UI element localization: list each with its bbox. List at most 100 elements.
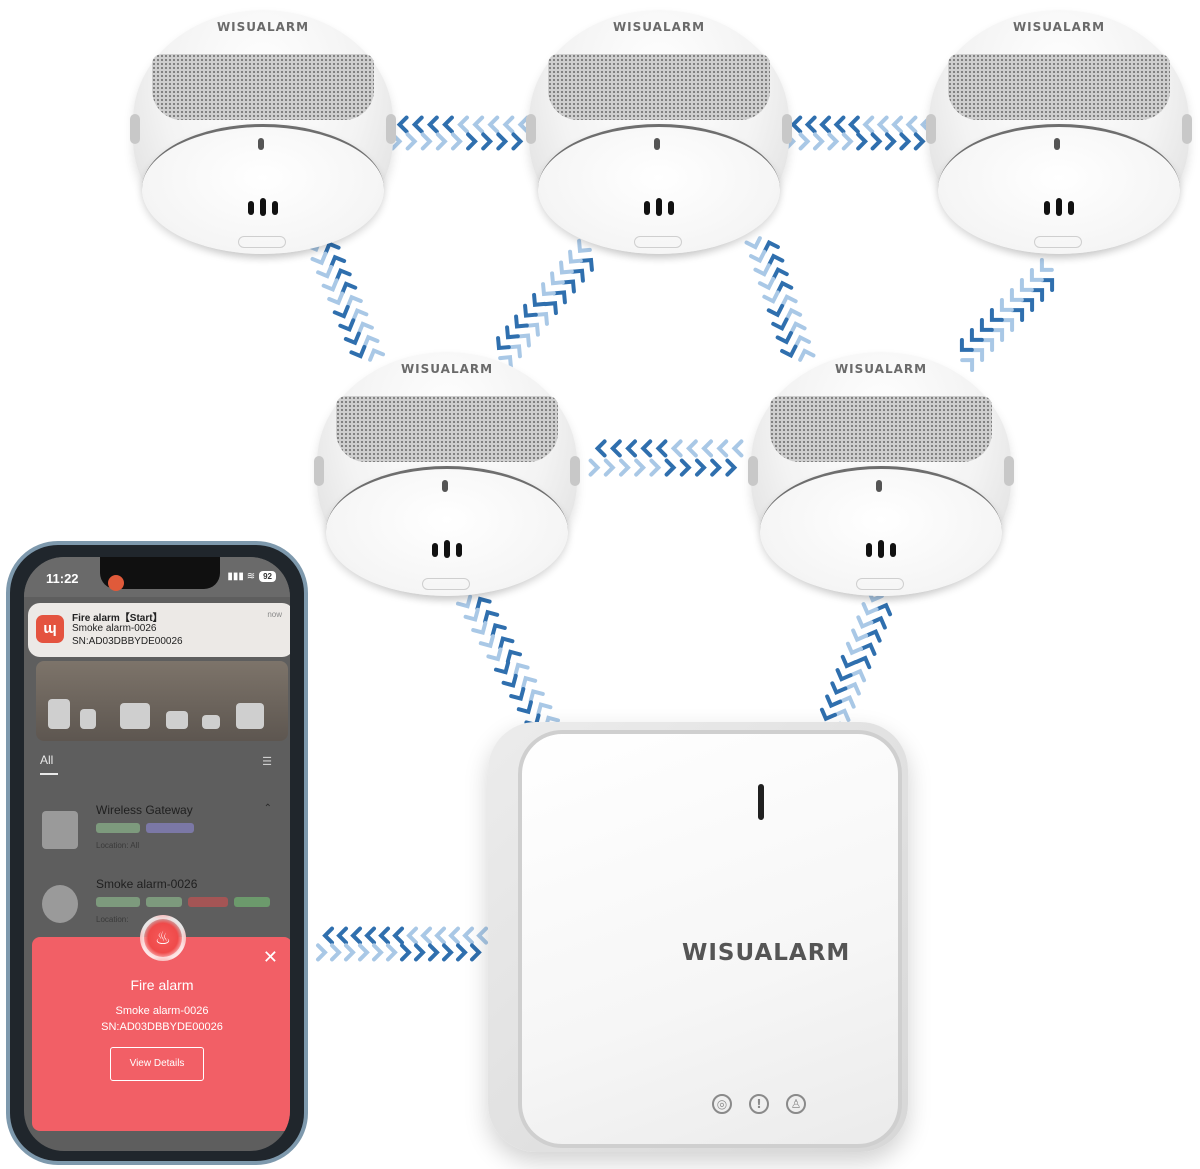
fire-alarm-popup: ✕ Fire alarm Smoke alarm-0026 SN:AD03DBB… — [32, 937, 290, 1131]
chevron-mark-114 — [625, 439, 637, 458]
chevron-mark-104 — [1029, 268, 1044, 282]
chevron-mark-95 — [1030, 288, 1045, 302]
chevron-mark-164 — [856, 615, 874, 629]
chevron-mark-147 — [494, 660, 511, 675]
chevron-mark-12 — [435, 132, 448, 151]
chevron-mark-110 — [969, 328, 984, 342]
chevron-mark-154 — [864, 629, 882, 643]
chevron-mark-143 — [463, 607, 480, 622]
notification-serial: SN:AD03DBBYDE00026 — [72, 636, 183, 647]
chevron-mark-67 — [568, 249, 583, 264]
chevron-mark-14 — [466, 132, 478, 151]
alarm-brand-label: WISUALARM — [1012, 20, 1106, 34]
chevron-mark-115 — [640, 439, 653, 458]
chevron-mark-39 — [329, 254, 347, 269]
alert-title: Fire alarm — [130, 977, 194, 993]
chevron-mark-80 — [780, 294, 798, 308]
chevron-mark-158 — [843, 681, 861, 696]
chevron-mark-72 — [523, 303, 538, 318]
chevron-mark-153 — [869, 615, 887, 630]
phone-notch — [100, 557, 220, 591]
chevron-mark-170 — [825, 694, 843, 709]
chevron-mark-77 — [767, 253, 785, 267]
tab-all[interactable]: All — [40, 753, 54, 767]
chevron-mark-125 — [634, 458, 647, 477]
chevron-mark-81 — [784, 307, 803, 322]
chevron-up-icon[interactable]: ⌃ — [263, 803, 272, 814]
chevron-mark-173 — [336, 926, 348, 945]
chevron-mark-71 — [532, 292, 547, 307]
gateway-status-led — [758, 784, 764, 820]
chevron-mark-132 — [475, 596, 492, 611]
home-banner-image — [36, 661, 288, 741]
tab-underline — [40, 773, 58, 775]
chevron-mark-60 — [543, 301, 558, 316]
chevron-mark-145 — [478, 634, 495, 649]
list-menu-icon[interactable]: ☰ — [262, 756, 272, 768]
alert-device: Smoke alarm-0026 — [115, 1005, 209, 1017]
chevron-mark-102 — [960, 358, 975, 372]
chevron-mark-52 — [332, 304, 350, 319]
chevron-mark-190 — [400, 943, 412, 962]
chevron-mark-79 — [775, 280, 794, 295]
status-bar: 11:22 ▮▮▮ ≋92 — [24, 557, 290, 597]
chevron-mark-117 — [670, 439, 683, 458]
chevron-mark-136 — [505, 649, 522, 664]
fire-icon: ♨ — [140, 915, 186, 961]
chevron-mark-171 — [819, 707, 837, 722]
push-notification[interactable]: ɰ Fire alarm【Start】 Smoke alarm-0026 SN:… — [28, 603, 290, 657]
device-card-gateway[interactable]: Wireless Gateway Location: All ⌃ — [34, 801, 284, 865]
chevron-mark-36 — [899, 132, 912, 151]
chevron-mark-38 — [323, 241, 341, 256]
chevron-mark-122 — [588, 458, 601, 477]
chevron-mark-55 — [349, 344, 367, 359]
chevron-mark-6 — [487, 115, 500, 134]
chevron-mark-188 — [372, 943, 384, 962]
chevron-mark-168 — [835, 668, 853, 682]
chevron-mark-186 — [344, 943, 356, 962]
close-icon[interactable]: ✕ — [262, 947, 278, 967]
app-indicator-icon — [108, 575, 124, 591]
chevron-mark-100 — [980, 338, 995, 352]
gateway-thumbnail — [42, 811, 78, 849]
chevron-mark-174 — [350, 926, 362, 945]
online-tag — [96, 897, 140, 907]
device-location: Location: All — [96, 841, 140, 850]
chevron-mark-152 — [875, 602, 893, 617]
smoke-alarm-top-left: WISUALARM — [128, 4, 398, 264]
status-tag — [146, 823, 194, 833]
chevron-mark-163 — [861, 602, 879, 616]
chevron-mark-191 — [414, 943, 426, 962]
chevron-mark-76 — [762, 239, 780, 254]
chevron-mark-92 — [775, 331, 793, 345]
chevron-mark-124 — [619, 458, 631, 477]
chevron-mark-105 — [1019, 278, 1034, 292]
chevron-mark-193 — [442, 943, 454, 962]
chevron-mark-139 — [528, 688, 545, 703]
device-card-smoke-alarm[interactable]: Smoke alarm-0026 Location: — [34, 875, 284, 939]
chevron-mark-180 — [434, 926, 446, 945]
chevron-mark-3 — [442, 115, 454, 134]
alarm-brand-label: WISUALARM — [834, 362, 928, 376]
siren-icon: ♙ — [786, 1094, 806, 1114]
chevron-mark-98 — [1000, 318, 1015, 332]
chevron-mark-66 — [577, 238, 592, 253]
chevron-mark-42 — [345, 294, 363, 309]
clock-text: 11:22 — [46, 571, 79, 586]
chevron-mark-19 — [804, 115, 817, 134]
chevron-mark-75 — [496, 336, 511, 351]
alert-serial: SN:AD03DBBYDE00026 — [101, 1021, 223, 1033]
view-details-button[interactable]: View Details — [110, 1047, 204, 1081]
chevron-mark-24 — [876, 115, 889, 134]
chevron-mark-128 — [679, 458, 692, 477]
chevron-mark-13 — [451, 132, 463, 151]
chevron-mark-187 — [358, 943, 370, 962]
chevron-mark-130 — [710, 458, 723, 477]
chevron-mark-91 — [771, 317, 789, 332]
chevron-mark-57 — [570, 268, 585, 283]
chevron-mark-142 — [456, 594, 473, 609]
chevron-mark-62 — [525, 322, 540, 337]
smartphone: 11:22 ▮▮▮ ≋92 ɰ Fire alarm【Start】 Smoke … — [6, 541, 308, 1165]
chevron-mark-155 — [859, 642, 877, 656]
